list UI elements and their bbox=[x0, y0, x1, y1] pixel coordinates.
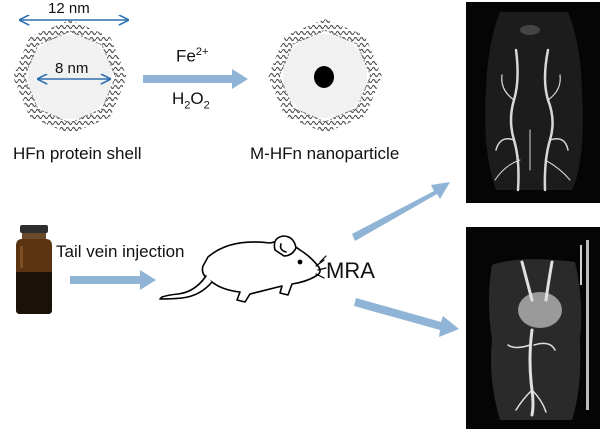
hfn-shell-caption: HFn protein shell bbox=[13, 144, 142, 163]
m-hfn-nanoparticle bbox=[268, 19, 382, 133]
peroxide-h: H bbox=[172, 89, 185, 108]
brain-mra-image bbox=[466, 2, 600, 203]
reaction-arrow bbox=[143, 69, 248, 89]
hfn-protein-shell bbox=[13, 20, 127, 134]
mra-label: MRA bbox=[326, 258, 375, 283]
peroxide-o: O bbox=[190, 89, 204, 108]
body-mra-image bbox=[466, 227, 600, 429]
mra-arrow-up bbox=[352, 182, 450, 241]
iron-oxide-core bbox=[314, 66, 334, 88]
reagent-iron: Fe2+ bbox=[176, 46, 208, 67]
peroxide-sub1: 2 bbox=[184, 99, 191, 112]
reagent-iron-base: Fe bbox=[176, 46, 196, 66]
m-hfn-caption: M-HFn nanoparticle bbox=[250, 144, 400, 163]
reagent-peroxide: H2O2 bbox=[172, 89, 210, 111]
injection-arrow bbox=[70, 270, 156, 290]
peroxide-sub2: 2 bbox=[203, 99, 210, 112]
outer-diameter-label: 12 nm bbox=[48, 0, 90, 17]
inner-diameter-label: 8 nm bbox=[55, 60, 89, 77]
injection-label: Tail vein injection bbox=[56, 242, 185, 261]
nanoparticle-vial bbox=[16, 225, 52, 314]
reagent-iron-charge: 2+ bbox=[195, 46, 209, 58]
mra-arrow-down bbox=[354, 298, 459, 337]
mouse-icon bbox=[159, 235, 327, 303]
